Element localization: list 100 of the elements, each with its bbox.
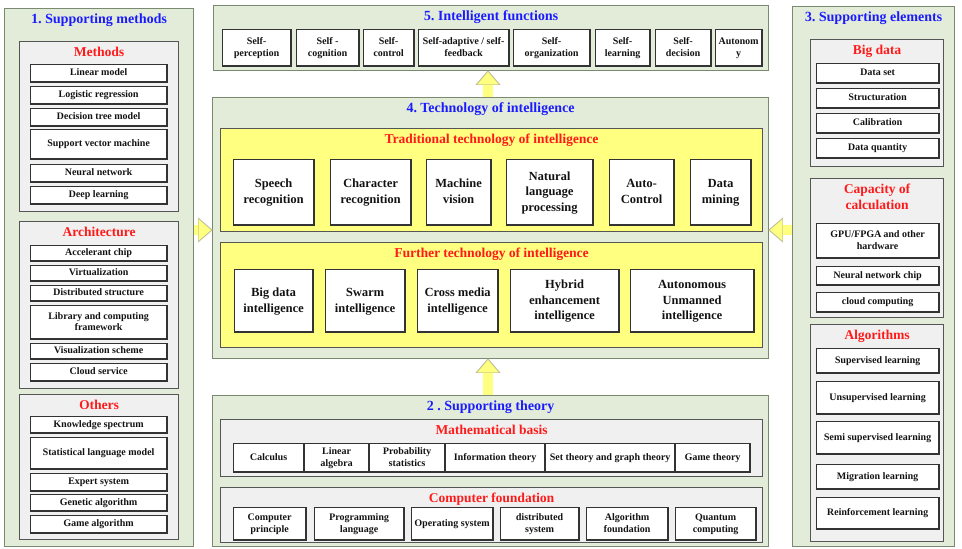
term-card (426, 159, 492, 226)
term-label: Data mining (700, 176, 740, 208)
term-card (234, 269, 314, 333)
section-heading: 3. Supporting elements (804, 10, 944, 26)
term-label: Neural network (64, 167, 134, 179)
term-label: Self-decision (664, 36, 702, 59)
term-label: Game theory (684, 452, 742, 464)
term-card (675, 443, 751, 473)
term-label: Knowledge spectrum (52, 418, 145, 430)
term-label: Probability statistics (382, 446, 432, 469)
term-card (655, 29, 712, 67)
term-label: Self-learning (604, 36, 642, 59)
term-label: Unsupervised learning (828, 392, 927, 404)
term-card (314, 507, 405, 541)
section-heading: 5. Intelligent functions (422, 9, 560, 25)
section-panel (212, 395, 769, 547)
term-label: Calculus (248, 452, 288, 464)
term-label: Virtualization (68, 267, 130, 279)
term-card (30, 437, 168, 470)
term-label: Neural network chip (832, 270, 923, 282)
term-label: Reinforcement learning (826, 507, 930, 519)
category-panel (810, 324, 944, 542)
category-heading: Traditional technology of intelligence (384, 131, 600, 147)
category-heading: Further technology of intelligence (393, 245, 590, 261)
term-label: Operating system (413, 518, 491, 530)
term-card (222, 29, 292, 67)
term-card (816, 266, 940, 286)
category-panel (810, 39, 944, 167)
term-card (595, 29, 651, 67)
term-label: Autonomy (717, 36, 760, 59)
term-label: Hybrid enhancement intelligence (528, 277, 601, 324)
category-panel (19, 41, 179, 212)
term-card (816, 223, 940, 259)
category-heading: Architecture (62, 224, 136, 240)
term-label: Distributed structure (52, 287, 145, 299)
term-card (30, 494, 168, 512)
term-card (545, 443, 676, 473)
term-label: Speech recognition (242, 176, 305, 208)
term-label: Game algorithm (62, 518, 135, 530)
term-label: Statistical language model (42, 447, 156, 459)
term-label: Natural language processing (520, 168, 579, 216)
category-heading: Algorithms (843, 327, 911, 343)
term-label: Cloud service (68, 366, 129, 378)
category-heading: Others (78, 397, 120, 413)
term-label: Library and computing framework (47, 310, 150, 334)
term-label: Algorithm foundation (602, 512, 652, 535)
term-card (816, 138, 940, 159)
term-label: Set theory and graph theory (548, 452, 672, 464)
term-label: Swarm intelligence (334, 284, 396, 316)
section-panel (213, 5, 769, 71)
term-card (816, 292, 940, 313)
term-label: Migration learning (836, 470, 920, 482)
term-label: Linear algebra (319, 446, 354, 469)
category-panel (220, 128, 763, 232)
term-label: Decision tree model (56, 111, 142, 123)
block-arrow (476, 70, 500, 97)
section-heading: 2 . Supporting theory (426, 399, 556, 415)
term-label: Expert system (67, 476, 130, 488)
category-heading: Capacity of calculation (842, 181, 912, 212)
category-heading: Big data (852, 42, 902, 58)
term-label: Self-adaptive / self-feedback (422, 36, 506, 59)
term-label: Supervised learning (834, 354, 922, 366)
term-card (30, 64, 168, 83)
category-panel (810, 178, 944, 318)
term-card (30, 343, 168, 360)
term-card (816, 63, 940, 84)
term-card (304, 443, 370, 473)
term-label: Genetic algorithm (58, 496, 138, 508)
term-card (816, 381, 940, 415)
block-arrow (476, 358, 500, 395)
term-label: Support vector machine (46, 138, 151, 150)
term-card (363, 29, 415, 67)
term-card (30, 473, 168, 492)
term-card (816, 348, 940, 374)
category-panel (220, 487, 763, 543)
section-panel (792, 6, 955, 547)
term-card (30, 416, 168, 434)
term-label: Semi supervised learning (822, 432, 932, 444)
block-arrow (194, 218, 212, 242)
term-card (586, 507, 669, 541)
term-card (816, 497, 940, 530)
term-card (816, 113, 940, 134)
term-label: Self-perception (232, 36, 280, 59)
term-card (417, 269, 499, 333)
term-label: Autonomous Unmanned intelligence (656, 277, 728, 324)
section-panel (212, 97, 769, 359)
term-card (675, 507, 757, 541)
term-card (30, 305, 168, 340)
term-card (30, 265, 168, 282)
term-card (233, 507, 307, 541)
term-label: Auto-Control (620, 176, 664, 208)
term-card (715, 29, 763, 67)
term-label: Calibration (852, 117, 904, 129)
term-card (30, 515, 168, 534)
category-panel (19, 221, 179, 389)
term-card (233, 159, 315, 226)
term-card (506, 159, 594, 226)
term-label: Logistic regression (58, 89, 140, 101)
section-heading: 4. Technology of intelligence (406, 101, 576, 117)
term-card (30, 285, 168, 302)
